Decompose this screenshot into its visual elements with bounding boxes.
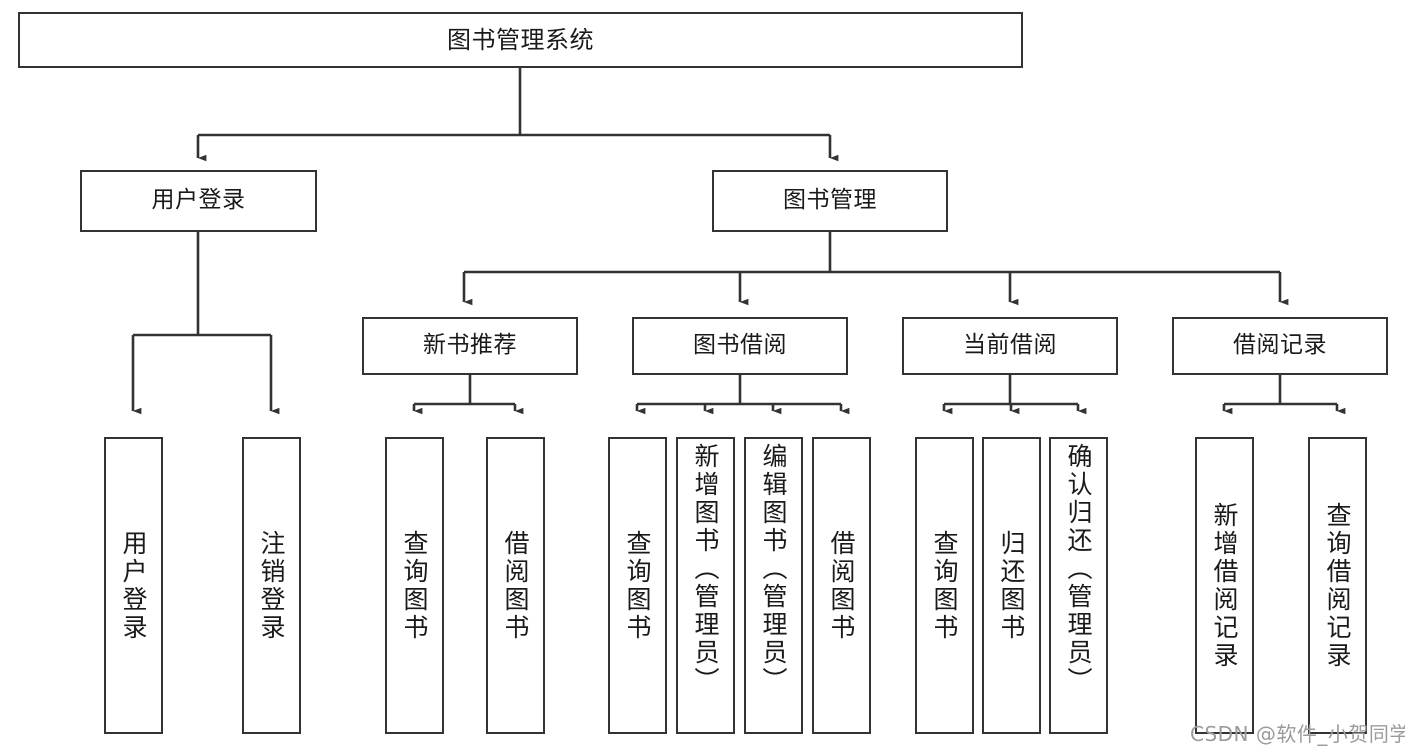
- leaf-user-login[interactable]: 用户登录: [104, 437, 163, 734]
- leaf-query-book-3-label: 查询图书: [930, 529, 959, 642]
- leaf-query-book-2-label: 查询图书: [623, 529, 652, 642]
- leaf-add-book-label: 新增图书（管理员）: [691, 443, 720, 695]
- leaf-edit-book-label: 编辑图书（管理员）: [759, 443, 788, 695]
- node-book-borrow[interactable]: 图书借阅: [632, 317, 848, 375]
- node-new-book-recommend[interactable]: 新书推荐: [362, 317, 578, 375]
- leaf-borrow-book-2[interactable]: 借阅图书: [812, 437, 871, 734]
- leaf-logout[interactable]: 注销登录: [242, 437, 301, 734]
- leaf-query-book-2[interactable]: 查询图书: [608, 437, 667, 734]
- leaf-borrow-book-2-label: 借阅图书: [827, 529, 856, 642]
- leaf-query-book-1-label: 查询图书: [400, 529, 429, 642]
- node-borrow-record[interactable]: 借阅记录: [1172, 317, 1388, 375]
- watermark: CSDN @软件_小贺同学: [1190, 722, 1405, 746]
- leaf-add-record[interactable]: 新增借阅记录: [1195, 437, 1254, 734]
- node-root-label: 图书管理系统: [447, 25, 594, 54]
- node-user-login-label: 用户登录: [151, 187, 246, 214]
- node-borrow-record-label: 借阅记录: [1233, 332, 1327, 359]
- node-root[interactable]: 图书管理系统: [18, 12, 1023, 68]
- node-new-book-recommend-label: 新书推荐: [423, 332, 517, 359]
- leaf-query-book-1[interactable]: 查询图书: [385, 437, 444, 734]
- leaf-return-book[interactable]: 归还图书: [982, 437, 1041, 734]
- leaf-query-record-label: 查询借阅记录: [1323, 501, 1352, 670]
- leaf-user-login-label: 用户登录: [119, 529, 148, 642]
- leaf-add-record-label: 新增借阅记录: [1210, 501, 1239, 670]
- leaf-confirm-return-label: 确认归还（管理员）: [1064, 443, 1093, 695]
- leaf-confirm-return[interactable]: 确认归还（管理员）: [1049, 437, 1108, 734]
- node-user-login[interactable]: 用户登录: [80, 170, 317, 232]
- leaf-return-book-label: 归还图书: [997, 529, 1026, 642]
- leaf-query-record[interactable]: 查询借阅记录: [1308, 437, 1367, 734]
- node-book-manage[interactable]: 图书管理: [712, 170, 948, 232]
- leaf-add-book[interactable]: 新增图书（管理员）: [676, 437, 735, 734]
- leaf-query-book-3[interactable]: 查询图书: [915, 437, 974, 734]
- node-current-borrow-label: 当前借阅: [963, 332, 1057, 359]
- node-current-borrow[interactable]: 当前借阅: [902, 317, 1118, 375]
- node-book-manage-label: 图书管理: [783, 187, 877, 214]
- leaf-borrow-book-1-label: 借阅图书: [501, 529, 530, 642]
- leaf-logout-label: 注销登录: [257, 529, 286, 642]
- node-book-borrow-label: 图书借阅: [693, 332, 787, 359]
- leaf-edit-book[interactable]: 编辑图书（管理员）: [744, 437, 803, 734]
- leaf-borrow-book-1[interactable]: 借阅图书: [486, 437, 545, 734]
